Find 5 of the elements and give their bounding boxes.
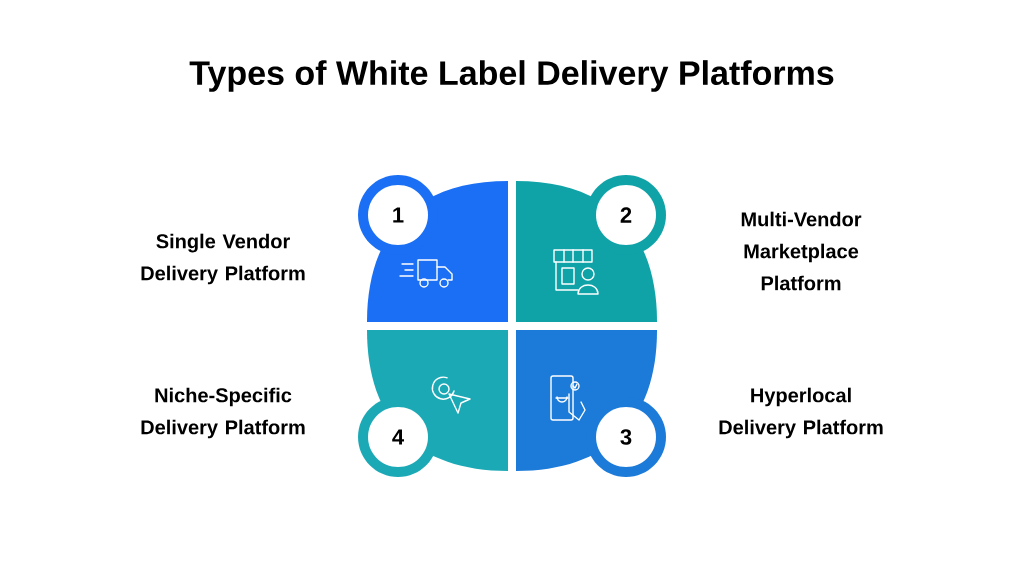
title: Types of White Label Delivery Platforms: [189, 60, 834, 92]
side-label: Multi-Vendor Marketplace Platform: [741, 211, 862, 291]
side-label: Hyperlocal Delivery Platform: [719, 387, 883, 439]
side-label: Niche-Specific Delivery Platform: [141, 387, 305, 439]
side-label: Single Vendor Delivery Platform: [141, 233, 305, 285]
